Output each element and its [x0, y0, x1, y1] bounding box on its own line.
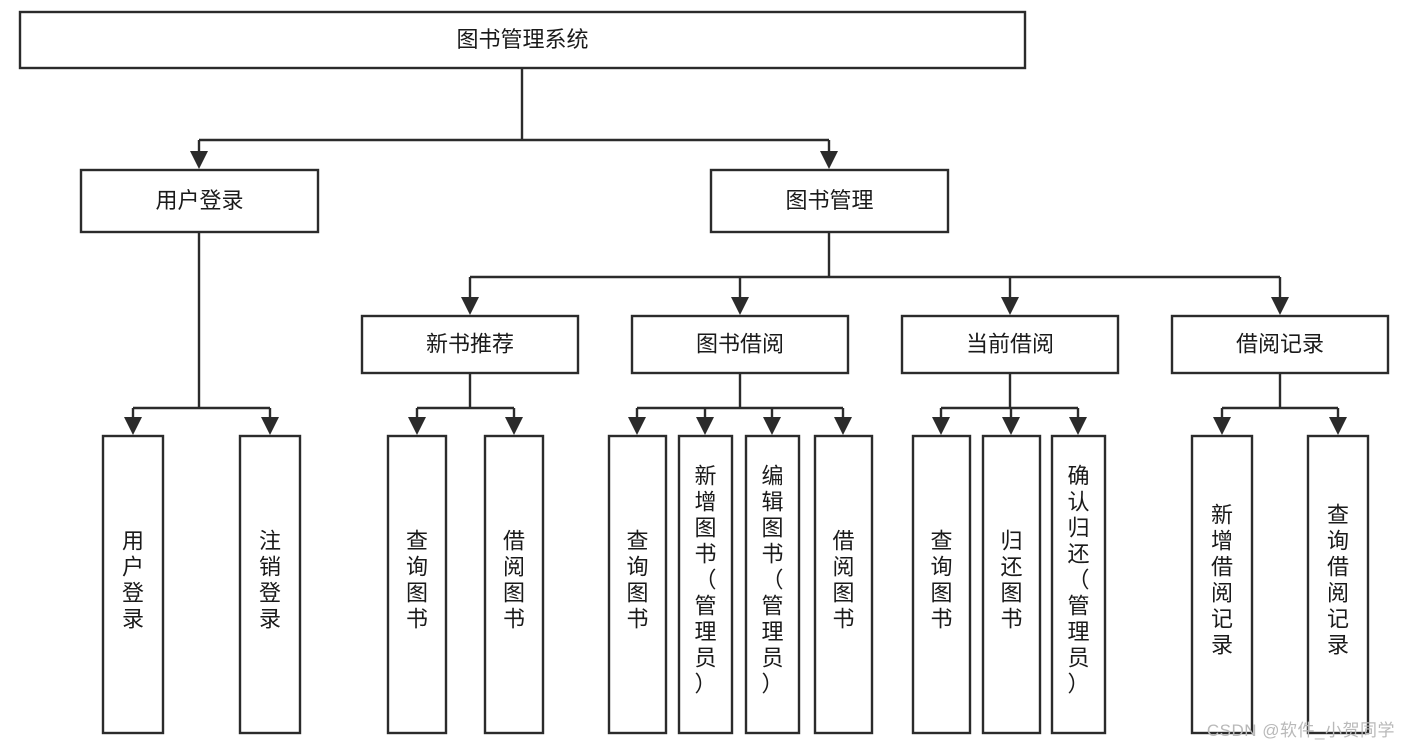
node-leaf-add-book-box[interactable]: [677, 434, 734, 735]
node-root-book-management-system-label: 图书管理系统: [456, 27, 588, 52]
edge-arrowhead: [1069, 417, 1087, 435]
edge-arrowhead: [190, 151, 208, 169]
node-leaf-query-book-1-box[interactable]: [386, 434, 448, 735]
edge-root-to-level2: [197, 68, 831, 153]
node-new-book-recommend-label: 新书推荐: [426, 331, 514, 356]
edge-arrowhead: [731, 297, 749, 315]
node-new-book-recommend[interactable]: 新书推荐: [360, 314, 580, 375]
nodes-layer: 图书管理系统用户登录图书管理新书推荐图书借阅当前借阅借阅记录用户登录注销登录查询…: [18, 10, 1390, 735]
node-leaf-query-book-1-label: 查询图书: [406, 529, 428, 632]
node-leaf-confirm-return-box[interactable]: [1050, 434, 1107, 735]
node-leaf-edit-book-label: 编辑图书（管理员）: [761, 464, 783, 697]
node-borrow-record[interactable]: 借阅记录: [1170, 314, 1390, 375]
node-leaf-confirm-return[interactable]: 确认归还（管理员）: [1050, 434, 1107, 735]
node-borrow-record-box[interactable]: [1170, 314, 1390, 375]
edge-arrowhead: [763, 417, 781, 435]
node-book-management-box[interactable]: [709, 168, 950, 234]
node-leaf-edit-book-box[interactable]: [744, 434, 801, 735]
node-book-management[interactable]: 图书管理: [709, 168, 950, 234]
node-user-login[interactable]: 用户登录: [79, 168, 320, 234]
node-book-borrow-label: 图书借阅: [696, 331, 784, 356]
node-leaf-add-book[interactable]: 新增图书（管理员）: [677, 434, 734, 735]
node-root-book-management-system-box[interactable]: [18, 10, 1027, 70]
edge-borrow-record-to-leaves: [1220, 373, 1340, 419]
node-leaf-confirm-return-label: 确认归还（管理员）: [1067, 464, 1089, 697]
node-book-borrow-box[interactable]: [630, 314, 850, 375]
edge-arrowhead: [1329, 417, 1347, 435]
edge-arrowhead: [628, 417, 646, 435]
edge-arrowhead: [834, 417, 852, 435]
edge-arrowhead: [124, 417, 142, 435]
node-new-book-recommend-box[interactable]: [360, 314, 580, 375]
node-borrow-record-label: 借阅记录: [1236, 331, 1324, 356]
edge-book-borrow-to-leaves: [635, 373, 845, 419]
node-leaf-add-book-label: 新增图书（管理员）: [694, 464, 716, 697]
node-leaf-borrow-book-2-label: 借阅图书: [832, 529, 854, 632]
edge-arrowhead: [261, 417, 279, 435]
node-leaf-borrow-book-1-label: 借阅图书: [503, 529, 525, 632]
edge-arrowhead: [1213, 417, 1231, 435]
edge-arrowhead: [1271, 297, 1289, 315]
edge-arrowhead: [408, 417, 426, 435]
node-leaf-query-book-2-label: 查询图书: [626, 529, 648, 632]
edge-arrowhead: [461, 297, 479, 315]
node-current-borrow-label: 当前借阅: [966, 331, 1054, 356]
node-current-borrow-box[interactable]: [900, 314, 1120, 375]
node-leaf-query-book-2-box[interactable]: [607, 434, 668, 735]
edge-arrowhead: [932, 417, 950, 435]
node-leaf-add-record[interactable]: 新增借阅记录: [1190, 434, 1254, 735]
node-leaf-borrow-book-2-box[interactable]: [813, 434, 874, 735]
node-user-login-box[interactable]: [79, 168, 320, 234]
node-leaf-borrow-book-1-box[interactable]: [483, 434, 545, 735]
node-leaf-user-login-label: 用户登录: [122, 529, 144, 632]
node-leaf-logout-label: 注销登录: [259, 529, 281, 632]
node-leaf-query-book-3[interactable]: 查询图书: [911, 434, 972, 735]
edge-book-management-to-level3: [468, 232, 1282, 299]
node-user-login-label: 用户登录: [155, 188, 243, 213]
edges-layer: [124, 68, 1347, 435]
node-leaf-user-login-box[interactable]: [101, 434, 165, 735]
node-leaf-query-record-box[interactable]: [1306, 434, 1370, 735]
edge-arrowhead: [505, 417, 523, 435]
node-leaf-query-book-3-box[interactable]: [911, 434, 972, 735]
node-leaf-query-book-1[interactable]: 查询图书: [386, 434, 448, 735]
edge-arrowhead: [820, 151, 838, 169]
edge-arrowhead: [696, 417, 714, 435]
edge-arrowhead: [1002, 417, 1020, 435]
node-leaf-user-login[interactable]: 用户登录: [101, 434, 165, 735]
node-leaf-query-record-label: 查询借阅记录: [1327, 503, 1349, 658]
node-leaf-borrow-book-1[interactable]: 借阅图书: [483, 434, 545, 735]
node-leaf-query-book-2[interactable]: 查询图书: [607, 434, 668, 735]
node-leaf-logout-box[interactable]: [238, 434, 302, 735]
node-leaf-borrow-book-2[interactable]: 借阅图书: [813, 434, 874, 735]
node-leaf-query-record[interactable]: 查询借阅记录: [1306, 434, 1370, 735]
node-leaf-return-book-box[interactable]: [981, 434, 1042, 735]
node-root-book-management-system[interactable]: 图书管理系统: [18, 10, 1027, 70]
node-leaf-edit-book[interactable]: 编辑图书（管理员）: [744, 434, 801, 735]
node-leaf-return-book[interactable]: 归还图书: [981, 434, 1042, 735]
node-current-borrow[interactable]: 当前借阅: [900, 314, 1120, 375]
node-book-borrow[interactable]: 图书借阅: [630, 314, 850, 375]
node-leaf-return-book-label: 归还图书: [1000, 529, 1022, 632]
edge-current-borrow-to-leaves: [939, 373, 1080, 419]
node-leaf-logout[interactable]: 注销登录: [238, 434, 302, 735]
node-book-management-label: 图书管理: [785, 188, 873, 213]
node-leaf-add-record-label: 新增借阅记录: [1211, 503, 1233, 658]
node-leaf-add-record-box[interactable]: [1190, 434, 1254, 735]
node-leaf-query-book-3-label: 查询图书: [930, 529, 952, 632]
edge-user-login-to-leaves: [131, 232, 272, 419]
edge-arrowhead: [1001, 297, 1019, 315]
edge-new-book-recommend-to-leaves: [415, 373, 516, 419]
